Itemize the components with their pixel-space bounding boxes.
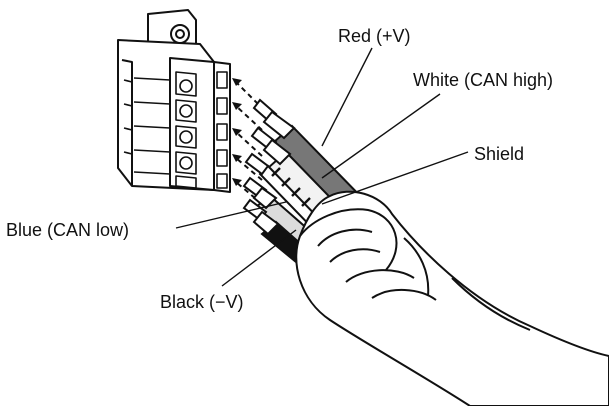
terminal-connector	[117, 9, 231, 193]
label-blue: Blue (CAN low)	[6, 220, 129, 240]
label-shield: Shield	[474, 144, 524, 164]
cable-jacket	[295, 190, 609, 406]
label-white: White (CAN high)	[413, 70, 553, 90]
leader-lines	[175, 47, 469, 287]
label-red: Red (+V)	[338, 26, 411, 46]
label-black: Black (−V)	[160, 292, 244, 312]
insertion-arrows	[232, 78, 263, 205]
